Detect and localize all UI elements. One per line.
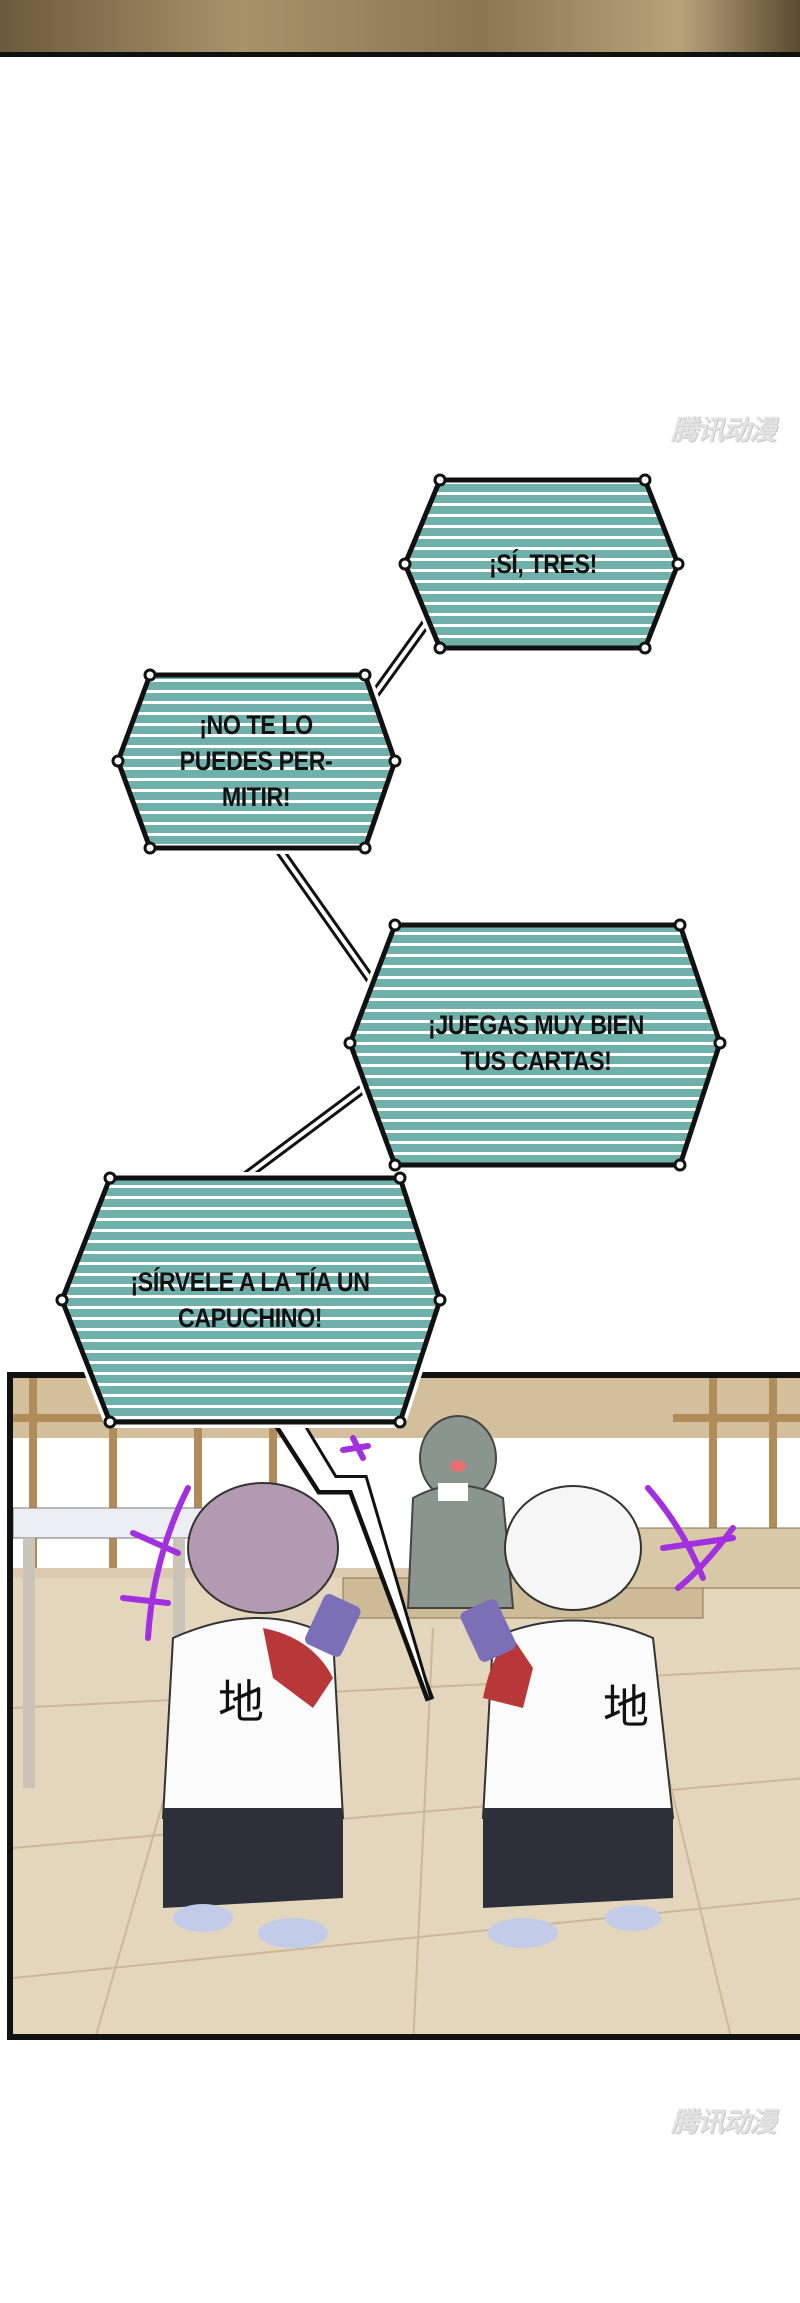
watermark-top: 腾讯动漫: [671, 415, 776, 445]
phone-right: [460, 1599, 516, 1662]
speech-bubble-3: [343, 918, 727, 1172]
boy-left: 地: [161, 1482, 361, 1948]
shirt-emblem-right: 地: [603, 1681, 649, 1733]
excitement-marks: [120, 1435, 736, 1641]
grey-placeholder-character: [406, 1415, 515, 1609]
bubble-1-text: ¡SÍ, TRES!: [489, 549, 597, 579]
shirt-emblem-left: 地: [218, 1676, 264, 1728]
classroom-scene: 地 地: [13, 1378, 800, 2034]
previous-panel-strip: [0, 0, 800, 57]
watermark-bottom: 腾讯动漫: [671, 2107, 776, 2137]
boy-right: 地: [460, 1485, 675, 1948]
comic-panel-classroom: 地 地: [7, 1372, 800, 2040]
speech-bubble-1: [398, 473, 685, 655]
speech-bubble-2: [111, 668, 402, 855]
